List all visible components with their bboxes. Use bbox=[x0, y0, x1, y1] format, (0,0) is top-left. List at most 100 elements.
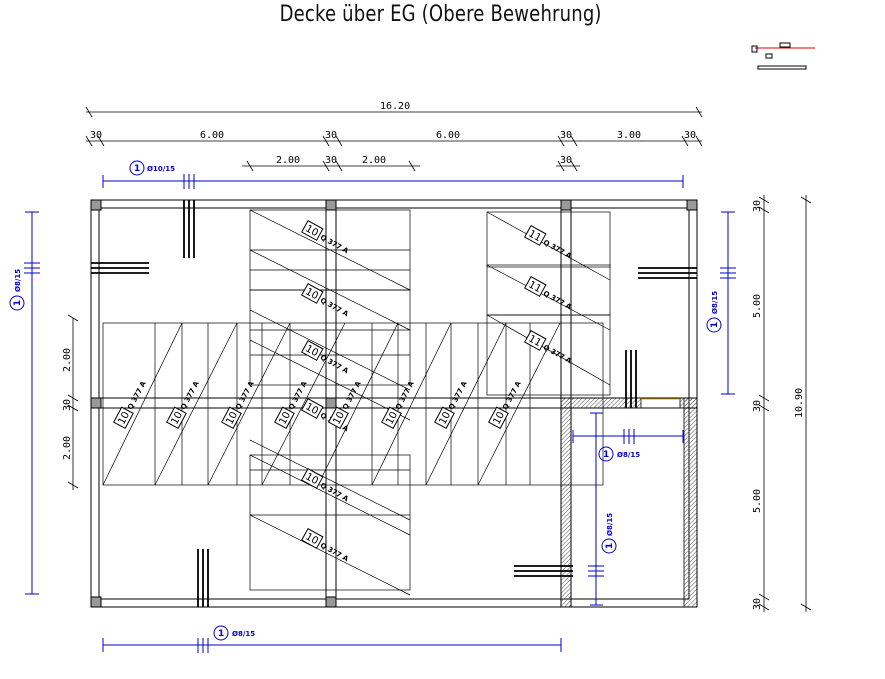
dim-left-lower: 2.00 bbox=[62, 436, 73, 460]
mat-label-box bbox=[221, 406, 242, 429]
mat-label: 10Q 377 A bbox=[301, 339, 350, 376]
mat-label: 10Q 377 A bbox=[113, 380, 148, 429]
reinf-left-mark: 1 bbox=[13, 300, 23, 306]
mat-label-type: Q 377 A bbox=[179, 380, 201, 412]
mat-label-type: Q 377 A bbox=[394, 380, 416, 412]
mat-grids bbox=[102, 209, 611, 596]
dim-wall-2: 30 bbox=[325, 130, 337, 141]
mat-label-number: 10 bbox=[169, 410, 185, 426]
mat-label: 10Q 377 A bbox=[301, 219, 350, 256]
dim-bay-mid: 6.00 bbox=[436, 130, 460, 141]
mat-label: 11Q 377 A bbox=[524, 275, 573, 312]
dim-sub-2: 2.00 bbox=[362, 155, 386, 166]
mat-label: 10Q 377 A bbox=[434, 380, 469, 429]
reinf-stair-h-mark: 1 bbox=[603, 450, 609, 460]
reinforcement-stair bbox=[572, 412, 684, 606]
dim-bay-right: 3.00 bbox=[617, 130, 641, 141]
mat-label-box bbox=[524, 275, 547, 297]
mat-label-number: 10 bbox=[491, 410, 507, 426]
mat-label-type: Q 377 A bbox=[341, 380, 363, 412]
mat-label-number: 10 bbox=[116, 410, 132, 426]
mat-label-box bbox=[301, 467, 324, 489]
reinf-top-spec: Ø10/15 bbox=[147, 165, 175, 173]
dim-overall-width: 16.20 bbox=[380, 101, 410, 112]
mat-label-number: 10 bbox=[384, 410, 400, 426]
mat-label-box bbox=[524, 329, 547, 351]
mat-label-box bbox=[301, 397, 324, 419]
reinf-stair-h-spec: Ø8/15 bbox=[617, 451, 640, 459]
reinf-bottom-spec: Ø8/15 bbox=[232, 630, 255, 638]
reinf-top-mark: 1 bbox=[134, 164, 140, 174]
mat-label: 10Q 377 A bbox=[301, 282, 350, 319]
drawing-title: Decke über EG (Obere Bewehrung) bbox=[279, 2, 602, 27]
mat-label-type: Q 377 A bbox=[126, 380, 148, 412]
dim-wall-5: 30 bbox=[325, 155, 337, 166]
mat-label-box bbox=[328, 406, 349, 429]
mat-label-number: 10 bbox=[224, 410, 240, 426]
mat-label-number: 10 bbox=[303, 223, 319, 239]
mat-label-type: Q 377 A bbox=[542, 343, 573, 365]
reinforcement-right bbox=[706, 211, 736, 395]
dim-overall-height: 10.90 bbox=[794, 388, 805, 418]
mat-label-box bbox=[301, 339, 324, 361]
dim-wall-1: 30 bbox=[90, 130, 102, 141]
dim-right-wall-1: 30 bbox=[752, 200, 763, 212]
mat-label-box bbox=[301, 282, 324, 304]
mat-label-number: 11 bbox=[526, 333, 542, 349]
stair-opening bbox=[560, 397, 698, 608]
mat-label: 11Q 377 A bbox=[524, 329, 573, 366]
dim-sub-1: 2.00 bbox=[276, 155, 300, 166]
legend-symbol bbox=[751, 42, 815, 70]
mat-label-box bbox=[166, 406, 187, 429]
reinforcement-left bbox=[9, 211, 40, 595]
reinforcement-bottom bbox=[102, 625, 562, 653]
mat-label-number: 10 bbox=[303, 471, 319, 487]
mat-label-type: Q 377 A bbox=[319, 541, 350, 563]
dim-bay-left: 6.00 bbox=[200, 130, 224, 141]
dimension-top-bays bbox=[85, 135, 703, 147]
mat-label: 10Q 377 A bbox=[221, 380, 256, 429]
mat-label-box bbox=[274, 406, 295, 429]
mat-label-number: 10 bbox=[303, 401, 319, 417]
mat-label-number: 11 bbox=[526, 279, 542, 295]
dim-right-lower: 5.00 bbox=[752, 489, 763, 513]
reinf-right-spec: Ø8/15 bbox=[711, 291, 719, 314]
mat-label-box bbox=[524, 224, 547, 246]
reinf-right-mark: 1 bbox=[710, 322, 720, 328]
mat-label-number: 11 bbox=[526, 228, 542, 244]
mat-label-type: Q 377 A bbox=[542, 289, 573, 311]
mat-label-type: Q 377 A bbox=[542, 238, 573, 260]
dimension-top-overall bbox=[85, 106, 703, 118]
mat-label-number: 10 bbox=[331, 410, 347, 426]
mat-label-number: 10 bbox=[303, 531, 319, 547]
dim-left-wall: 30 bbox=[62, 399, 73, 411]
mat-label: 10Q 377 A bbox=[301, 467, 350, 504]
mat-label-number: 10 bbox=[303, 286, 319, 302]
mat-label-type: Q 377 A bbox=[447, 380, 469, 412]
dimension-right bbox=[758, 195, 812, 612]
mat-label-box bbox=[301, 527, 324, 549]
mat-label-number: 10 bbox=[277, 410, 293, 426]
dim-left-upper: 2.00 bbox=[62, 348, 73, 372]
dim-wall-4: 30 bbox=[684, 130, 696, 141]
mat-label-box bbox=[381, 406, 402, 429]
mat-label: 10Q 377 A bbox=[301, 527, 350, 564]
dimension-top-sub bbox=[242, 160, 580, 172]
bar-bundles bbox=[91, 200, 697, 607]
dim-right-wall-3: 30 bbox=[752, 598, 763, 610]
dimension-left bbox=[67, 314, 79, 490]
mat-label-type: Q 377 A bbox=[234, 380, 256, 412]
dim-wall-3: 30 bbox=[560, 130, 572, 141]
mat-label-number: 10 bbox=[437, 410, 453, 426]
mat-label-box bbox=[434, 406, 455, 429]
dim-right-upper: 5.00 bbox=[752, 294, 763, 318]
dim-wall-6: 30 bbox=[560, 155, 572, 166]
reinf-left-spec: Ø8/15 bbox=[14, 269, 22, 292]
mat-label-type: Q 377 A bbox=[319, 296, 350, 318]
reinf-stair-v-mark: 1 bbox=[605, 543, 615, 549]
dim-right-wall-2: 30 bbox=[752, 400, 763, 412]
mat-label-box bbox=[301, 219, 324, 241]
mat-label: 11Q 377 A bbox=[524, 224, 573, 261]
mat-label-number: 10 bbox=[303, 343, 319, 359]
